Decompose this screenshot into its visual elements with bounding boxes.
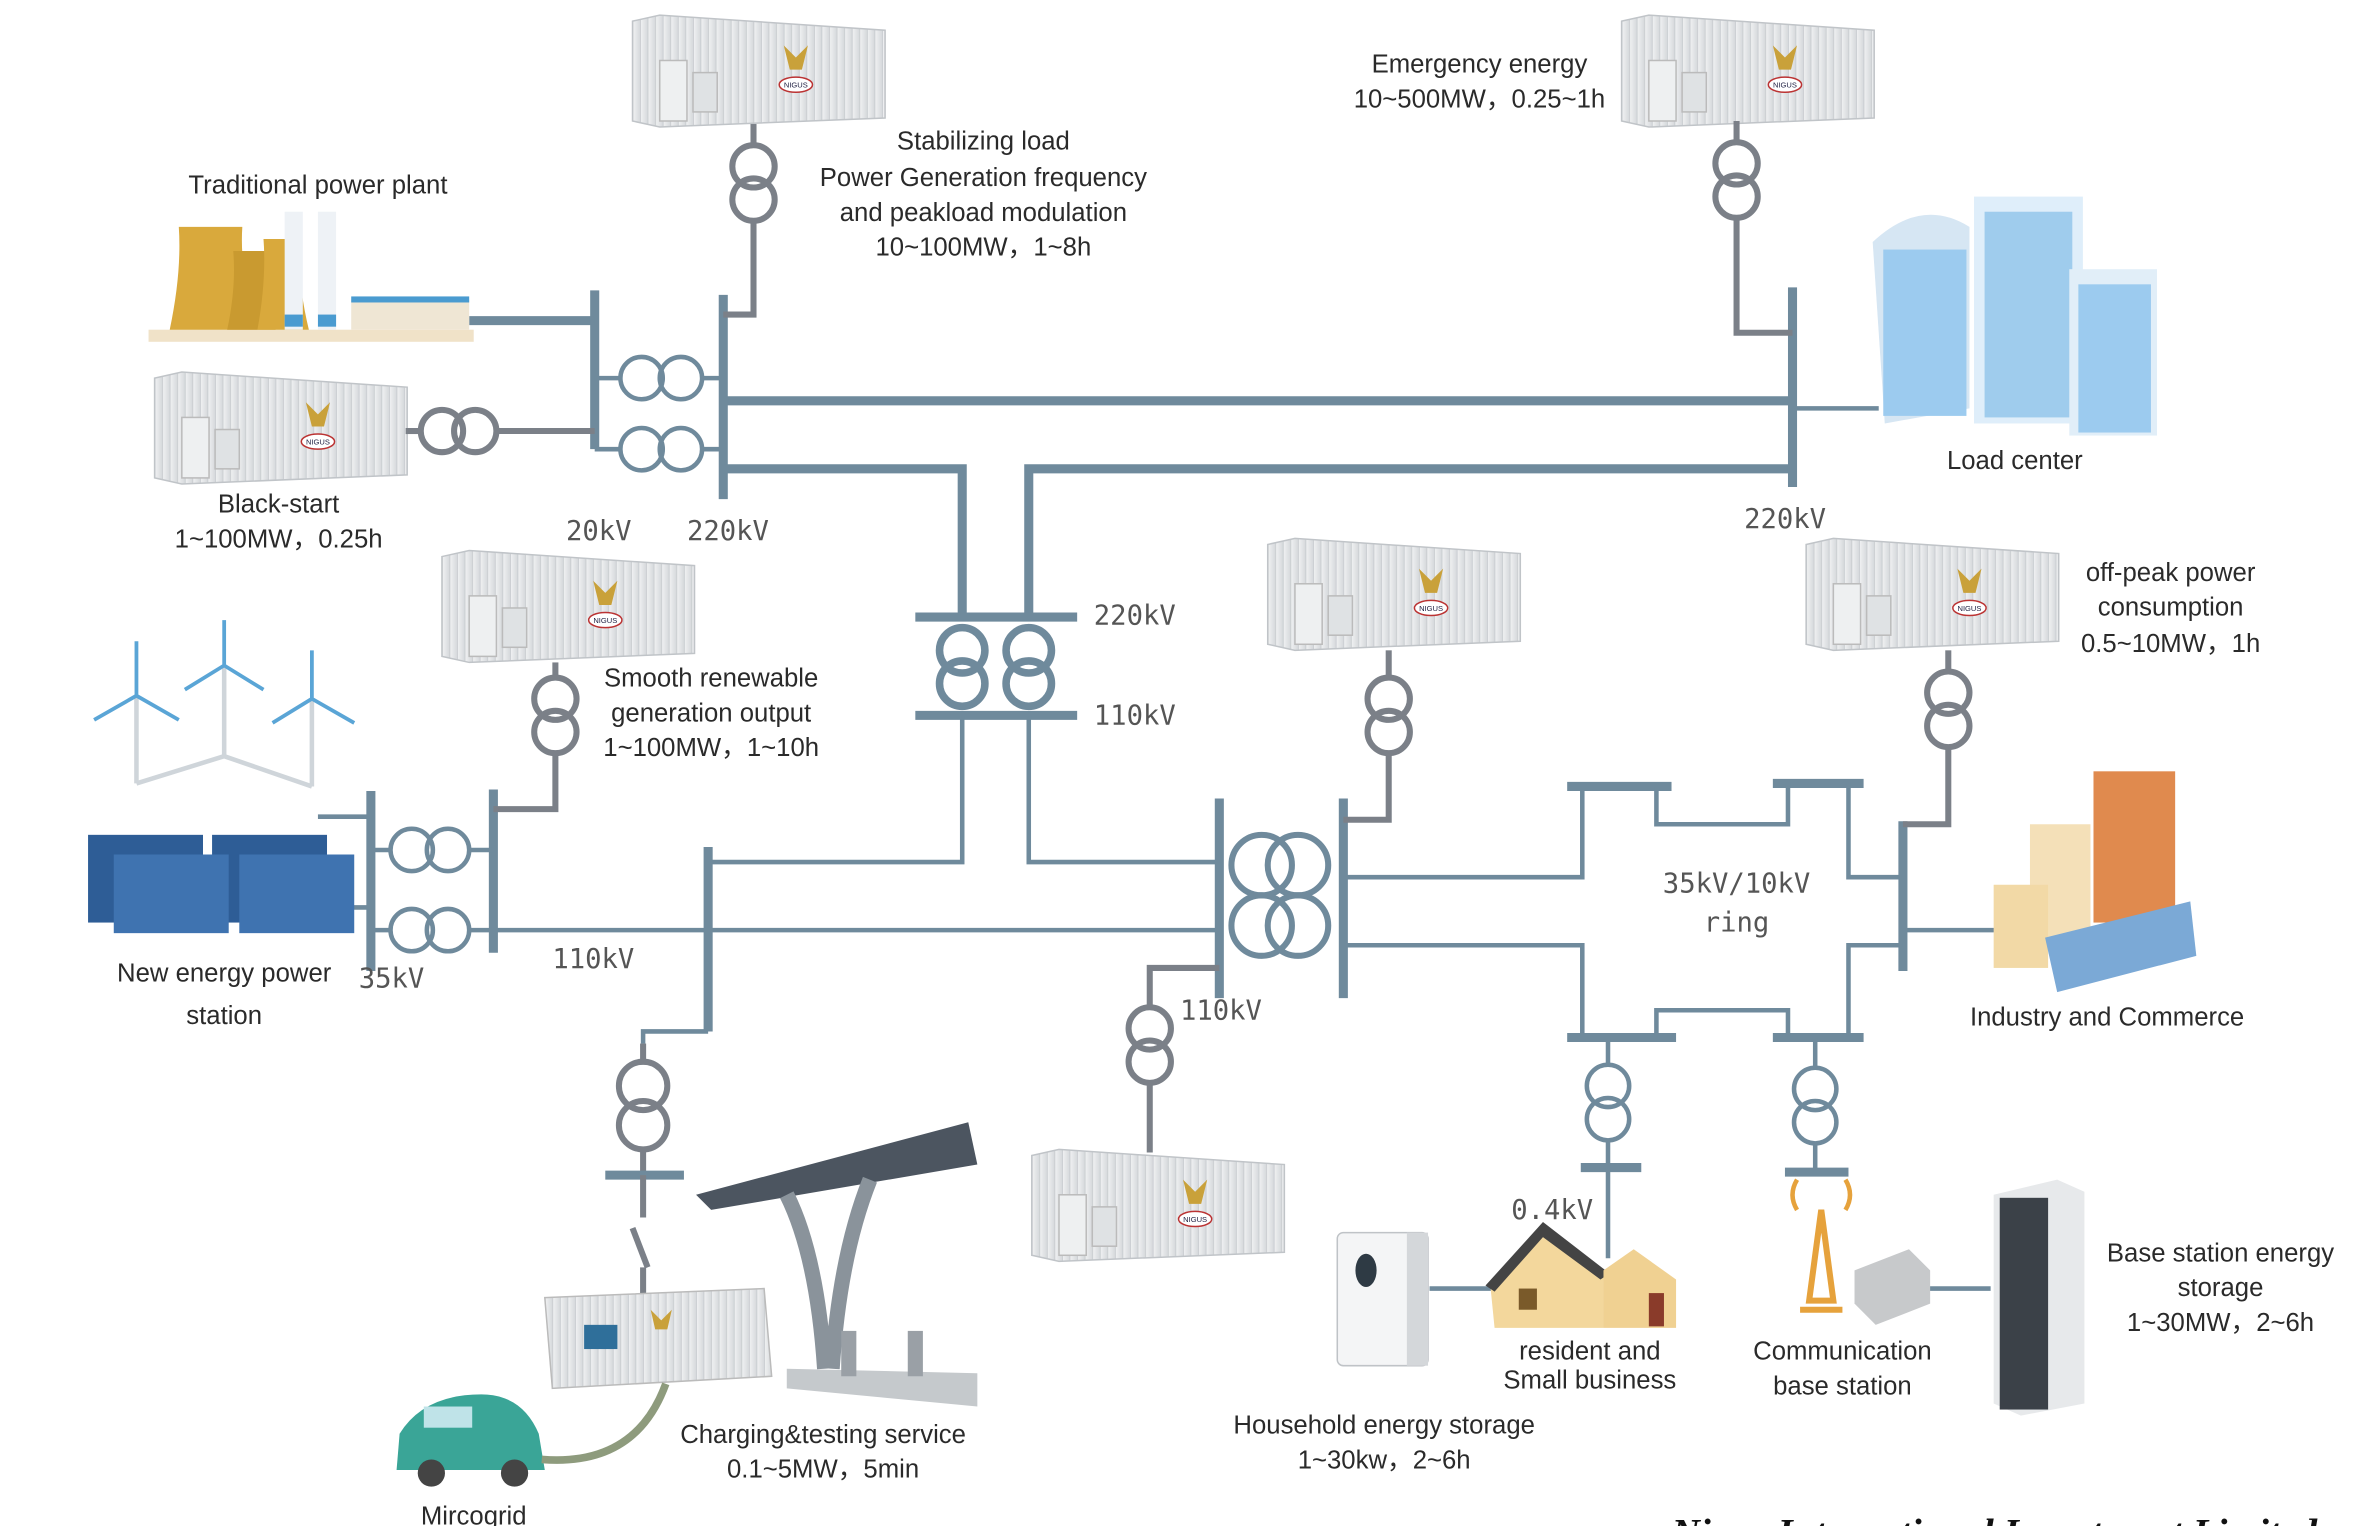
label-household-spec: 1~30kw，2~6h: [1298, 1447, 1471, 1475]
label-load-center: Load center: [1947, 447, 2083, 475]
label-base-storage-line2: storage: [2178, 1274, 2264, 1302]
voltage-0-4kv: 0.4kV: [1511, 1195, 1593, 1226]
voltage-35kv: 35kV: [359, 964, 425, 995]
label-stabilizing-title: Stabilizing load: [897, 128, 1070, 156]
label-resident-line2: Small business: [1503, 1366, 1676, 1394]
label-industry: Industry and Commerce: [1970, 1003, 2244, 1031]
label-communication-line2: base station: [1773, 1372, 1912, 1400]
storage-container-bottom: [1031, 1148, 1286, 1263]
label-traditional-plant: Traditional power plant: [188, 172, 447, 200]
home-battery-icon: [1336, 1231, 1429, 1367]
label-emergency-spec: 10~500MW，0.25~1h: [1354, 85, 1605, 113]
office-buildings-icon: [1872, 196, 2158, 436]
label-black-start-title: Black-start: [218, 491, 339, 519]
transformer-base-station: [1794, 1068, 1836, 1144]
company-footer: Nigus International Investment Limited: [1671, 1511, 2319, 1526]
label-stabilizing-spec: 10~100MW，1~8h: [876, 234, 1092, 262]
transformer-emergency: [1715, 142, 1757, 218]
storage-container-renewable: [441, 549, 696, 664]
wind-turbines-icon: [93, 620, 356, 789]
base-station-cabinet-icon: [1993, 1179, 2085, 1416]
label-base-storage-line1: Base station energy: [2107, 1239, 2334, 1267]
label-renewable-line2: generation output: [611, 699, 811, 727]
transformer-black-start: [417, 406, 500, 456]
label-renewable-spec: 1~100MW，1~10h: [603, 734, 819, 762]
transformer-middle: [1368, 678, 1410, 754]
storage-container-off-peak: [1805, 537, 2060, 652]
label-new-energy-line1: New energy power: [117, 960, 332, 988]
label-stabilizing-line3: and peakload modulation: [840, 199, 1127, 227]
voltage-20kv: 20kV: [566, 516, 632, 547]
charging-cabinet-icon: [543, 1287, 773, 1390]
transmission-lines: [317, 120, 1997, 1294]
label-new-energy-line2: station: [186, 1002, 262, 1030]
storage-container-black-start: [153, 371, 408, 485]
label-off-peak-line2: consumption: [2098, 594, 2244, 622]
label-ring-line1: 35kV/10kV: [1663, 868, 1810, 899]
label-microgrid: Mircogrid: [421, 1502, 527, 1526]
transformer-220-110kv: [935, 623, 1056, 711]
transformer-bottom: [1129, 1007, 1171, 1083]
label-off-peak-spec: 0.5~10MW，1h: [2081, 630, 2260, 658]
label-renewable-line1: Smooth renewable: [604, 665, 818, 693]
label-stabilizing-line2: Power Generation frequency: [820, 164, 1147, 192]
voltage-110kv-central: 110kV: [1094, 700, 1176, 731]
transformer-20-220kv: [618, 354, 705, 473]
label-charging-title: Charging&testing service: [680, 1421, 966, 1449]
voltage-110kv-mid: 110kV: [1180, 995, 1262, 1026]
charging-carport-icon: [696, 1122, 978, 1407]
transformer-110-35kv: [1228, 831, 1332, 959]
transformer-35-110kv: [388, 826, 472, 954]
label-charging-spec: 0.1~5MW，5min: [727, 1456, 919, 1484]
solar-panels-icon: [88, 834, 355, 934]
label-emergency-title: Emergency energy: [1372, 51, 1588, 79]
label-resident-line1: resident and: [1519, 1338, 1660, 1366]
voltage-220kv-right: 220kV: [1744, 504, 1826, 535]
house-icon: [1485, 1222, 1677, 1328]
storage-container-stabilizing: [631, 14, 886, 128]
label-household-title: Household energy storage: [1233, 1412, 1535, 1440]
transformer-off-peak: [1927, 672, 1969, 748]
communication-tower-icon: [1790, 1178, 1931, 1325]
label-communication-line1: Communication: [1753, 1338, 1932, 1366]
storage-container-emergency: [1620, 14, 1875, 128]
transformer-renewable: [534, 678, 576, 754]
transformer-charging: [615, 1058, 671, 1153]
transformer-stabilizing: [732, 145, 774, 221]
electric-car-icon: [396, 1382, 670, 1487]
industry-buildings-icon: [1993, 771, 2197, 993]
voltage-110kv-left: 110kV: [552, 944, 634, 975]
power-plant-icon: [148, 211, 474, 342]
transformer-resident: [1587, 1065, 1629, 1141]
label-base-storage-spec: 1~30MW，2~6h: [2127, 1309, 2314, 1337]
label-black-start-spec: 1~100MW，0.25h: [175, 525, 383, 553]
voltage-220kv-left: 220kV: [687, 516, 769, 547]
label-off-peak-line1: off-peak power: [2086, 559, 2256, 587]
label-ring-line2: ring: [1704, 908, 1770, 939]
storage-container-middle: [1266, 537, 1522, 652]
voltage-220kv-central: 220kV: [1094, 601, 1176, 632]
